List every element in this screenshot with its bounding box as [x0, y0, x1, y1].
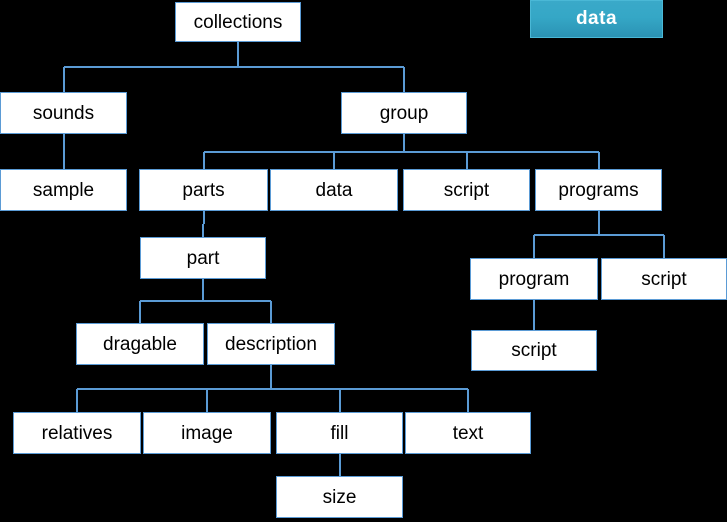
- node-text[interactable]: text: [405, 412, 531, 454]
- node-script_group[interactable]: script: [403, 169, 530, 211]
- node-label: part: [186, 247, 220, 269]
- node-dragable[interactable]: dragable: [76, 323, 204, 365]
- node-program[interactable]: program: [470, 258, 598, 300]
- node-label: script: [641, 268, 687, 290]
- node-label: script: [443, 179, 490, 201]
- node-fill[interactable]: fill: [276, 412, 403, 454]
- node-part[interactable]: part: [140, 237, 266, 279]
- node-script_prog[interactable]: script: [601, 258, 727, 300]
- node-label: program: [498, 268, 570, 290]
- node-label: fill: [330, 422, 349, 444]
- node-image[interactable]: image: [143, 412, 271, 454]
- node-script_run[interactable]: script: [471, 330, 597, 371]
- node-label: group: [379, 102, 429, 124]
- node-label: image: [181, 422, 233, 444]
- node-label: description: [225, 333, 317, 355]
- node-label: size: [322, 486, 357, 508]
- node-sounds[interactable]: sounds: [0, 92, 127, 134]
- node-label: data: [315, 179, 353, 201]
- node-relatives[interactable]: relatives: [13, 412, 141, 454]
- node-label: programs: [558, 179, 639, 201]
- node-data[interactable]: data: [270, 169, 398, 211]
- node-label: text: [452, 422, 484, 444]
- node-label: script: [511, 340, 557, 361]
- node-label: sounds: [32, 102, 95, 124]
- node-size[interactable]: size: [276, 476, 403, 518]
- node-label: collections: [193, 11, 283, 33]
- node-programs[interactable]: programs: [535, 169, 662, 211]
- data-badge: data: [530, 0, 663, 38]
- node-group[interactable]: group: [341, 92, 467, 134]
- node-collections[interactable]: collections: [175, 2, 301, 42]
- data-badge-label: data: [575, 8, 618, 29]
- node-sample[interactable]: sample: [0, 169, 127, 211]
- node-label: sample: [32, 179, 95, 201]
- node-parts[interactable]: parts: [139, 169, 268, 211]
- node-label: relatives: [41, 422, 113, 444]
- node-label: dragable: [103, 333, 177, 355]
- node-label: parts: [182, 179, 225, 201]
- node-description[interactable]: description: [207, 323, 335, 365]
